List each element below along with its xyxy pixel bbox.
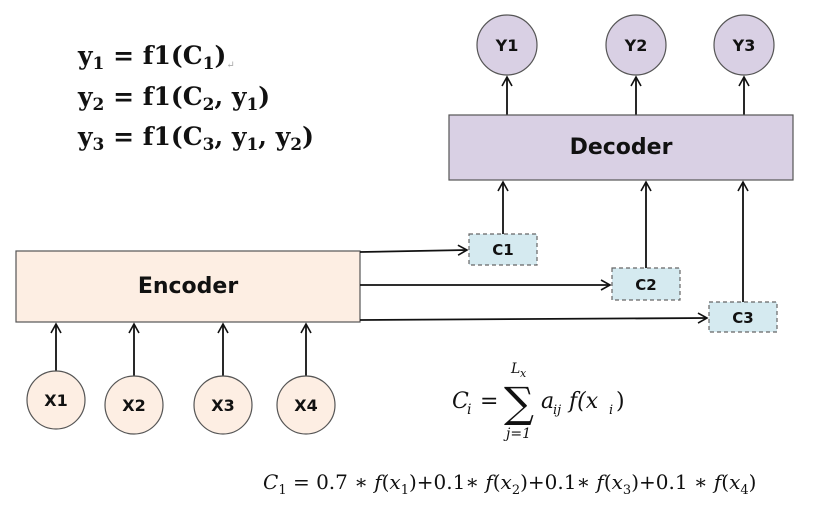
eq-arg-sub: 1 xyxy=(246,135,259,155)
output-label: Y1 xyxy=(495,36,519,55)
context-formula-example: C1 = 0.7 ∗ f(x1)+0.1∗ f(x2)+0.1∗ f(x3)+0… xyxy=(263,470,757,498)
eq-lhs-sub: 3 xyxy=(92,135,105,155)
input-circle xyxy=(276,375,336,435)
eq-lhs: y xyxy=(78,41,93,70)
input-label: X1 xyxy=(44,391,67,410)
eq-arg: y xyxy=(275,122,291,151)
encoder-label: Encoder xyxy=(138,274,239,299)
formula-fn: f(x xyxy=(567,389,599,414)
formula-term-sub: ij xyxy=(553,403,561,418)
output-circle xyxy=(713,14,775,76)
input-node-x1: X1 xyxy=(26,370,86,430)
eq-arg-sub: 1 xyxy=(246,95,259,115)
output-node-y3: Y3 xyxy=(713,14,775,76)
input-label: X3 xyxy=(211,396,234,415)
context-box xyxy=(611,267,681,301)
eq-lhs: y xyxy=(78,82,93,111)
formula-fn-sub: i xyxy=(609,403,613,418)
sum-upper: L xyxy=(510,361,520,377)
context-label: C3 xyxy=(732,309,753,327)
input-node-x4: X4 xyxy=(276,375,336,435)
decoder-block: Decoder xyxy=(448,114,794,181)
input-label: X2 xyxy=(122,396,145,415)
eq-arg: C xyxy=(182,82,203,111)
context-box xyxy=(708,301,778,333)
input-node-x3: X3 xyxy=(193,375,253,435)
eq-arg: C xyxy=(182,122,203,151)
input-node-x2: X2 xyxy=(104,375,164,435)
sum-lower: j=1 xyxy=(503,426,531,442)
eq-fn: f1 xyxy=(142,41,171,70)
output-label: Y3 xyxy=(732,36,756,55)
paragraph-mark-icon: ↵ xyxy=(226,60,235,71)
output-node-y2: Y2 xyxy=(605,14,667,76)
arrow-encoder-c3 xyxy=(359,312,709,324)
sum-upper-sub: x xyxy=(520,367,527,380)
context-box xyxy=(468,233,538,266)
equation-y2: y2 = f1(C2, y1) xyxy=(78,82,271,115)
input-circle xyxy=(193,375,253,435)
formula-lhs-sub: i xyxy=(467,402,471,418)
context-formula-general: C i = ∑ L x j=1 a ij f(x i ) xyxy=(452,361,625,442)
example-coef: 0.7 xyxy=(316,470,348,494)
eq-arg: y xyxy=(231,122,247,151)
decoder-label: Decoder xyxy=(570,135,673,160)
eq-arg-sub: 2 xyxy=(290,135,303,155)
formula-term: a xyxy=(541,389,554,414)
context-node-c1: C1 xyxy=(468,233,538,266)
encoder-box xyxy=(15,250,361,323)
eq-arg-sub: 2 xyxy=(202,95,215,115)
context-label: C2 xyxy=(635,276,656,294)
eq-arg: y xyxy=(231,82,247,111)
example-coef: 0.1 xyxy=(655,470,688,494)
input-label: X4 xyxy=(294,396,317,415)
output-node-y1: Y1 xyxy=(476,14,538,76)
eq-fn: f1 xyxy=(142,82,171,111)
eq-lhs-sub: 1 xyxy=(92,54,105,74)
example-lhs-sub: 1 xyxy=(278,483,287,498)
eq-arg: C xyxy=(182,41,203,70)
formula-lhs: C xyxy=(452,389,469,414)
arrow-encoder-c1 xyxy=(359,244,469,256)
formula-equals: = xyxy=(480,389,498,414)
formula-close: ) xyxy=(616,389,625,414)
eq-fn: f1 xyxy=(142,122,171,151)
example-x-sub: 1 xyxy=(400,483,409,498)
output-label: Y2 xyxy=(624,36,648,55)
equation-y3: y3 = f1(C3, y1, y2) xyxy=(78,122,314,155)
equation-y1: y1 = f1(C1)↵ xyxy=(78,41,235,74)
decoder-box xyxy=(448,114,794,181)
eq-lhs: y xyxy=(78,122,93,151)
example-coef: 0.1 xyxy=(544,470,577,494)
example-coef: 0.1 xyxy=(433,470,466,494)
example-lhs: C xyxy=(263,470,279,494)
output-circle xyxy=(476,14,538,76)
context-label: C1 xyxy=(492,241,513,259)
input-circle xyxy=(26,370,86,430)
context-node-c3: C3 xyxy=(708,301,778,333)
output-circle xyxy=(605,14,667,76)
summation-icon: ∑ xyxy=(504,378,534,427)
example-x-sub: 2 xyxy=(511,483,521,498)
eq-arg-sub: 3 xyxy=(202,135,215,155)
context-node-c2: C2 xyxy=(611,267,681,301)
eq-arg-sub: 1 xyxy=(202,54,215,74)
input-circle xyxy=(104,375,164,435)
example-x-sub: 3 xyxy=(622,483,632,498)
example-x-sub: 4 xyxy=(740,483,749,498)
eq-lhs-sub: 2 xyxy=(92,95,105,115)
encoder-block: Encoder xyxy=(15,250,361,323)
